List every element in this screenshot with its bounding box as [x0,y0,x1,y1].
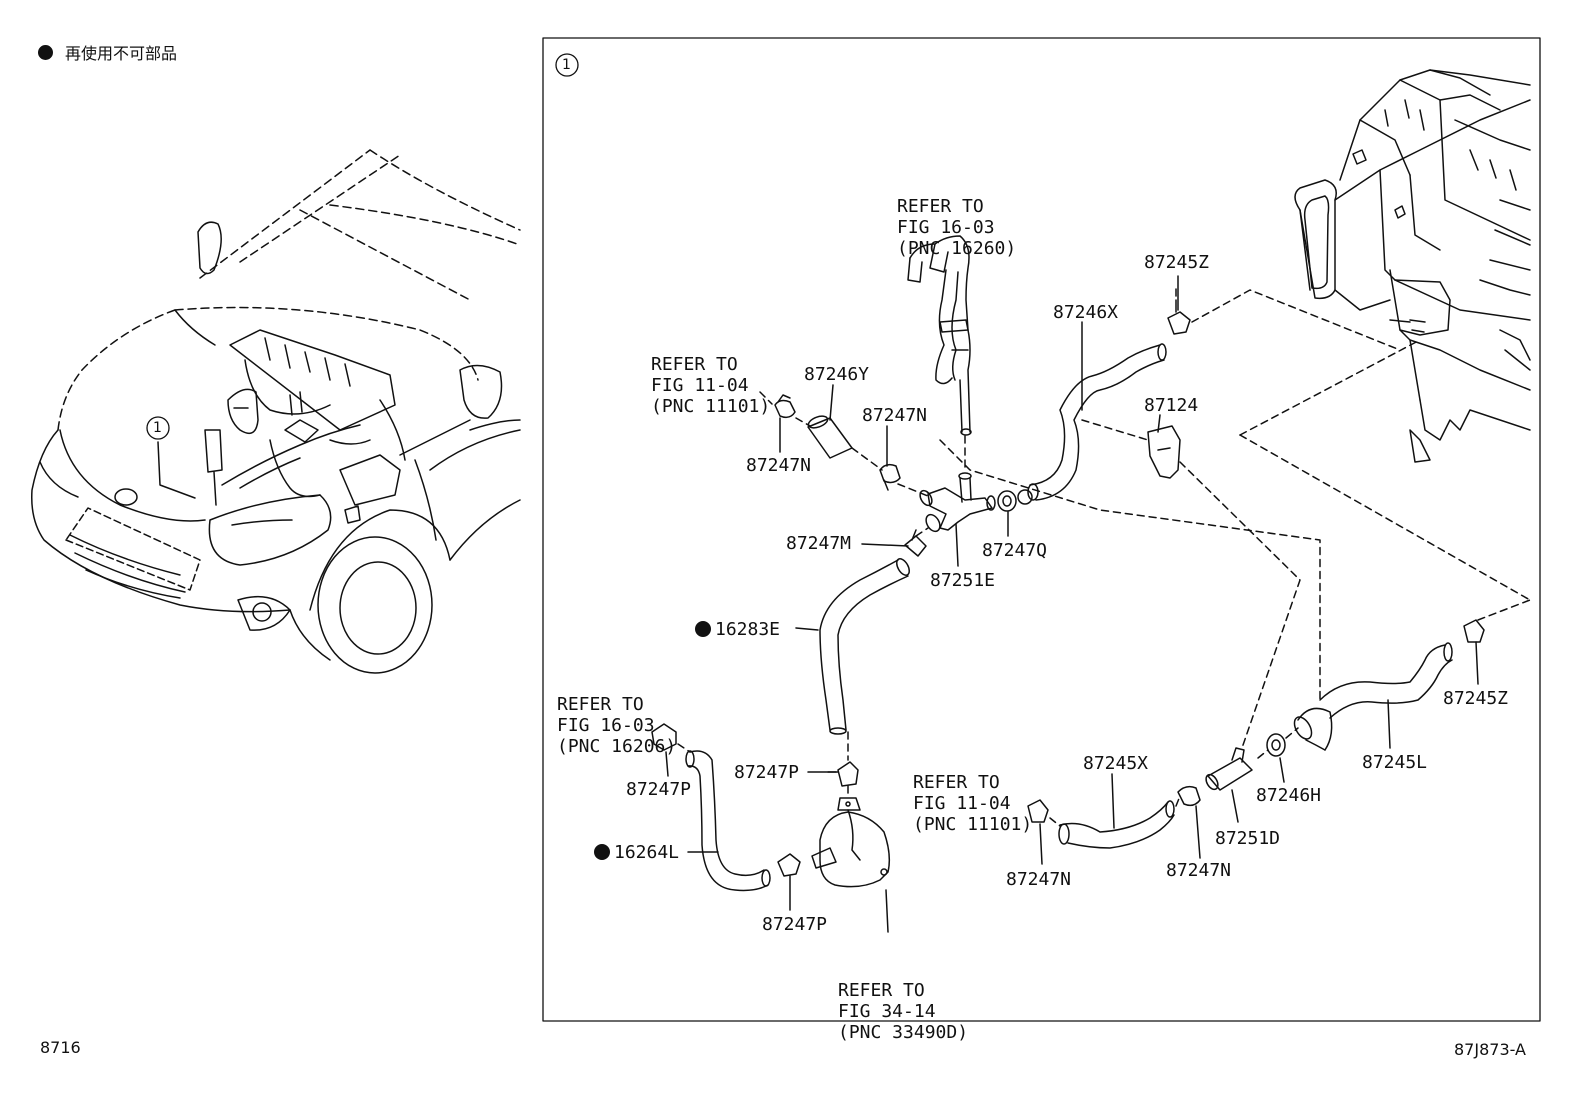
part-87247N-lower-right[interactable]: 87247N [1166,860,1232,881]
figure-number: 8716 [40,1038,81,1057]
part-87246H[interactable]: 87246H [1256,785,1322,806]
clamps-fittings [651,299,1485,888]
callout-label-car: 1 [153,420,162,436]
part-16283E[interactable]: 16283E [695,619,780,640]
pipe-16260 [907,235,972,436]
non-reusable-dot-icon [38,44,53,60]
part-87247P-lower[interactable]: 87247P [762,914,828,935]
legend-text: 再使用不可部品 [65,44,178,63]
leader-lines [665,275,1479,933]
hose-16264L [685,750,771,892]
part-87247N-upper-left[interactable]: 87247N [746,455,812,476]
detail-panel-frame [542,37,1541,1022]
hvac-unit-illustration [1294,69,1531,463]
part-87247M[interactable]: 87247M [786,533,852,554]
hose-87245L [1293,642,1453,751]
part-87247N-upper-mid[interactable]: 87247N [862,405,928,426]
part-87246X[interactable]: 87246X [1053,302,1119,323]
part-87245Z-upper[interactable]: 87245Z [1144,252,1210,273]
hose-87246X [1027,343,1167,501]
part-87247N-lower-left[interactable]: 87247N [1006,869,1072,890]
hose-87245X [1058,800,1175,849]
legend: 再使用不可部品 [38,40,177,64]
part-87247P-left[interactable]: 87247P [626,779,692,800]
vehicle-illustration [31,149,521,674]
part-87247P-pump[interactable]: 87247P [734,762,800,783]
non-reusable-dot-icon [695,621,711,637]
part-87246Y[interactable]: 87246Y [804,364,870,385]
part-87247Q[interactable]: 87247Q [982,540,1048,561]
illustration-code: 87J873-A [1454,1040,1526,1059]
connection-lines [677,283,1531,827]
hose-16283E [819,558,910,735]
callout-label-panel: 1 [562,57,571,73]
part-87124[interactable]: 87124 [1144,395,1199,416]
part-87251D[interactable]: 87251D [1215,828,1281,849]
non-reusable-dot-icon [594,844,610,860]
part-87251E[interactable]: 87251E [930,570,996,591]
callout-circle-icon [555,53,579,77]
part-87245Z-lower[interactable]: 87245Z [1443,688,1509,709]
part-87245X[interactable]: 87245X [1083,753,1149,774]
part-87245L[interactable]: 87245L [1362,752,1428,773]
part-16264L[interactable]: 16264L [594,842,679,863]
